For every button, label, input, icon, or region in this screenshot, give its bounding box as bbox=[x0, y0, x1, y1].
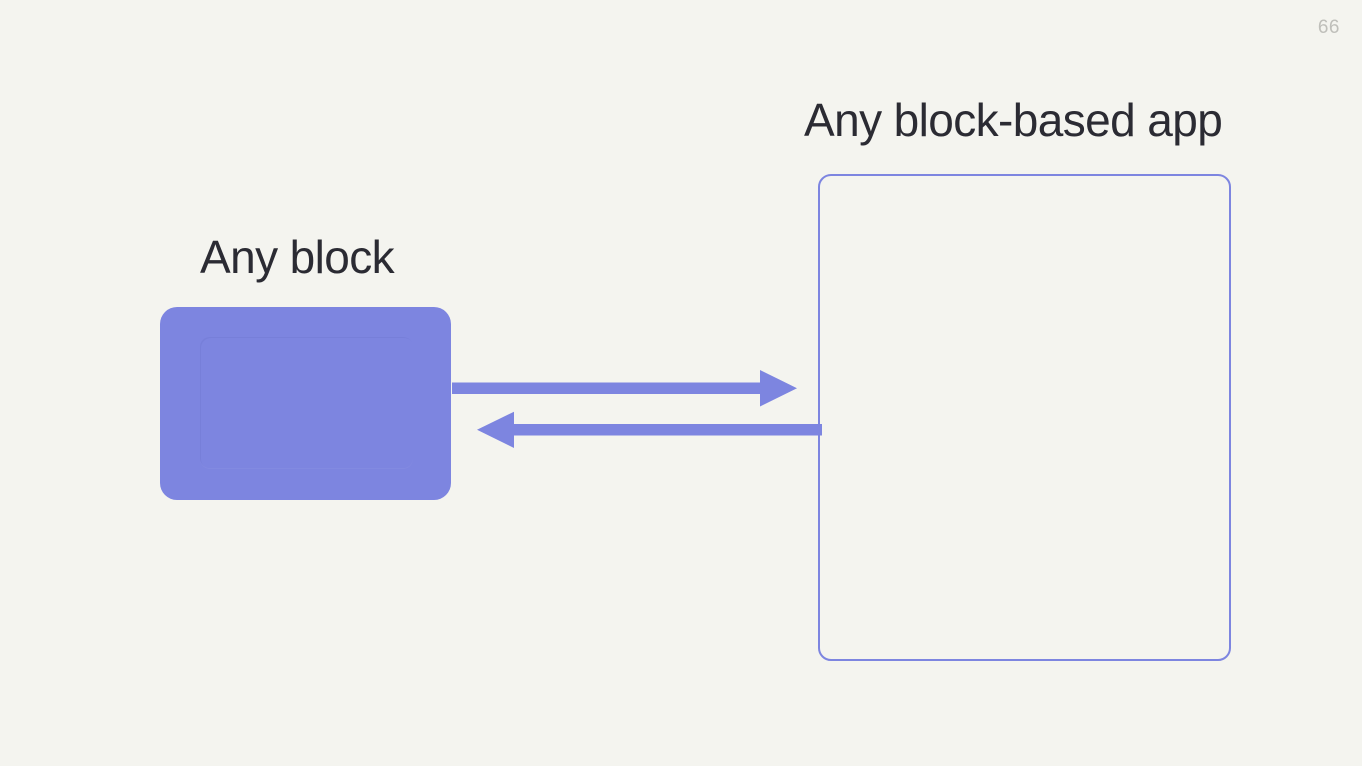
any-block-based-app-shape bbox=[818, 174, 1231, 661]
page-number: 66 bbox=[1317, 17, 1340, 38]
any-block-inner-shape bbox=[200, 337, 413, 468]
any-block-shape bbox=[160, 307, 451, 500]
arrow-app-to-block-icon bbox=[477, 411, 822, 448]
any-block-based-app-label: Any block-based app bbox=[804, 94, 1223, 146]
arrow-block-to-app-icon bbox=[452, 370, 797, 407]
any-block-label: Any block bbox=[200, 231, 395, 283]
